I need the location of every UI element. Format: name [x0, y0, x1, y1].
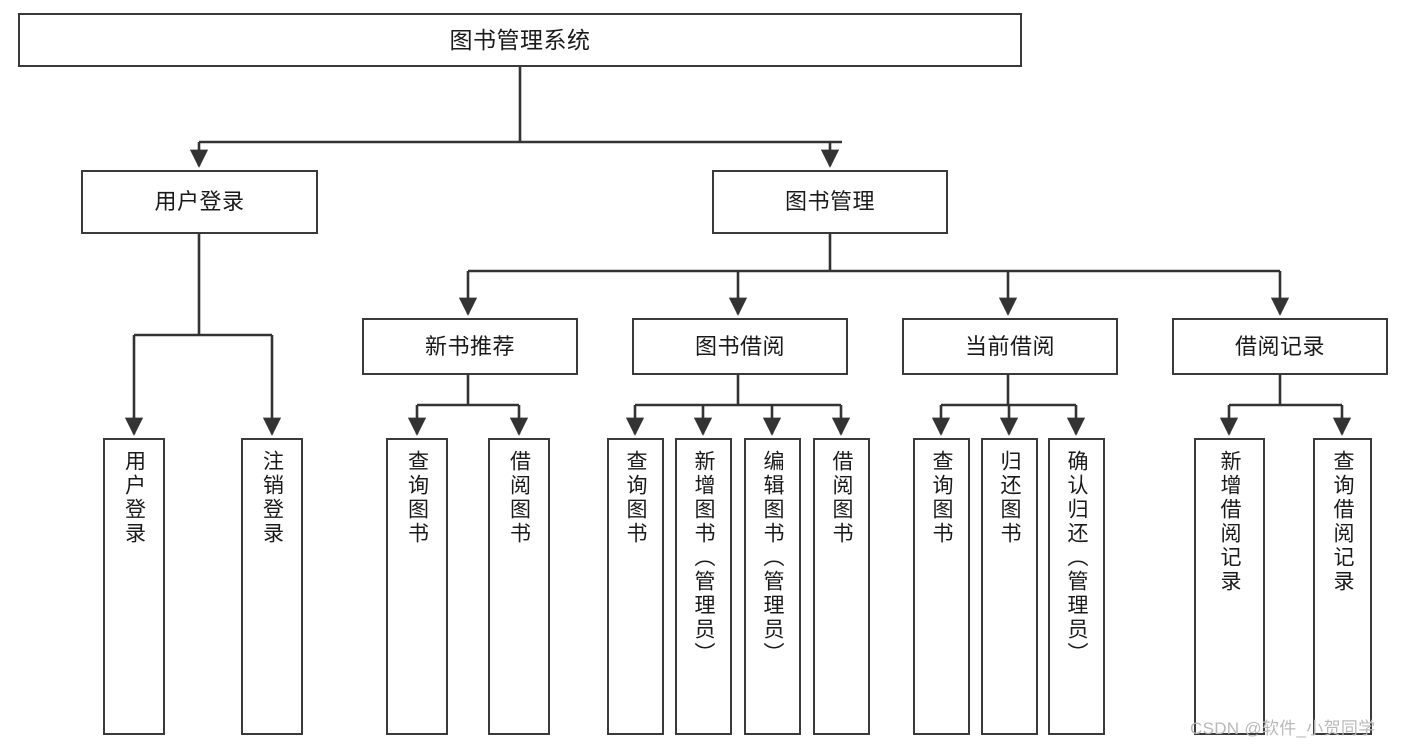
node-book-borrow[interactable]: 图书借阅	[632, 318, 848, 375]
node-borrow-record[interactable]: 借阅记录	[1172, 318, 1388, 375]
node-label: 图书借阅	[694, 333, 785, 359]
node-leaf-add-borrow-record[interactable]: 新增借阅记录	[1194, 438, 1265, 735]
node-label: 查询图书	[405, 450, 429, 546]
node-new-book-recommend[interactable]: 新书推荐	[362, 318, 578, 375]
node-label: 当前借阅	[964, 333, 1055, 359]
node-label: 注销登录	[260, 450, 284, 546]
node-leaf-borrow-book[interactable]: 借阅图书	[813, 438, 870, 735]
node-label: 查询图书	[624, 450, 647, 546]
node-leaf-add-book-admin[interactable]: 新增图书（管理员）	[675, 438, 732, 735]
node-label: 确认归还（管理员）	[1065, 450, 1088, 666]
node-user-login[interactable]: 用户登录	[81, 170, 318, 234]
csdn-watermark: CSDN @软件_小贺同学	[1190, 719, 1376, 738]
node-leaf-query-book-recommend[interactable]: 查询图书	[386, 438, 448, 735]
node-leaf-query-borrow-record[interactable]: 查询借阅记录	[1313, 438, 1372, 735]
node-leaf-return-book[interactable]: 归还图书	[981, 438, 1038, 735]
node-label: 用户登录	[122, 450, 146, 546]
node-label: 借阅记录	[1234, 333, 1325, 359]
node-leaf-logout[interactable]: 注销登录	[241, 438, 303, 735]
node-label: 新书推荐	[424, 333, 515, 359]
node-label: 新增借阅记录	[1218, 450, 1241, 594]
node-label: 查询图书	[930, 450, 953, 546]
node-leaf-query-book-current[interactable]: 查询图书	[913, 438, 970, 735]
node-root-system[interactable]: 图书管理系统	[18, 13, 1022, 67]
node-leaf-edit-book-admin[interactable]: 编辑图书（管理员）	[744, 438, 801, 735]
node-label: 编辑图书（管理员）	[761, 450, 784, 666]
node-label: 图书管理系统	[449, 26, 591, 53]
node-label: 借阅图书	[830, 450, 853, 546]
node-label: 查询借阅记录	[1331, 450, 1354, 594]
node-book-manage[interactable]: 图书管理	[712, 170, 948, 234]
node-leaf-borrow-book-recommend[interactable]: 借阅图书	[488, 438, 550, 735]
node-current-borrow[interactable]: 当前借阅	[902, 318, 1118, 375]
node-leaf-confirm-return-admin[interactable]: 确认归还（管理员）	[1048, 438, 1105, 735]
node-leaf-query-book-borrow[interactable]: 查询图书	[607, 438, 664, 735]
node-label: 借阅图书	[507, 450, 531, 546]
node-label: 用户登录	[154, 189, 245, 215]
node-label: 新增图书（管理员）	[692, 450, 715, 666]
node-leaf-user-login[interactable]: 用户登录	[103, 438, 165, 735]
node-label: 图书管理	[784, 189, 875, 215]
node-label: 归还图书	[998, 450, 1021, 546]
